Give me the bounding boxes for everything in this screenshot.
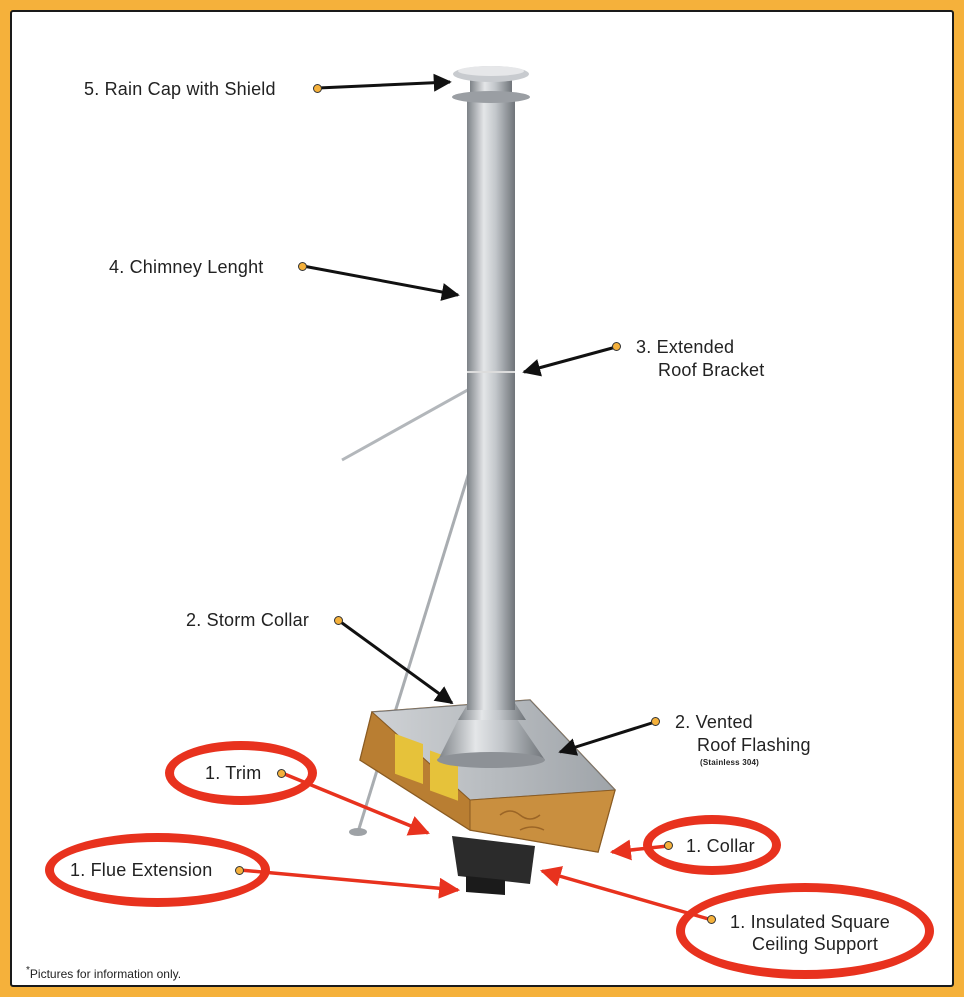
footer-note-text: Pictures for information only. <box>29 967 182 981</box>
collar-highlight-ring <box>643 815 781 875</box>
label-flashing-note: (Stainless 304) <box>700 758 760 767</box>
roof-bracket-dot <box>612 342 621 351</box>
label-flashing-line2: Roof Flashing <box>697 735 811 755</box>
rain-cap-shape <box>452 66 530 103</box>
trim-dot <box>277 769 286 778</box>
flashing-dot <box>651 717 660 726</box>
label-flashing-line1: 2. Vented <box>675 712 753 732</box>
label-roof-bracket-line2: Roof Bracket <box>658 360 765 380</box>
label-chimney-length: 4. Chimney Lenght <box>109 257 264 277</box>
label-flue-extension: 1. Flue Extension <box>70 860 213 880</box>
rain-cap-dot <box>313 84 322 93</box>
flue-extension-highlight-ring <box>45 833 270 907</box>
chimney-pipe <box>467 98 515 710</box>
ceiling-support-box <box>452 836 535 895</box>
label-ceiling-support-line2: Ceiling Support <box>752 934 879 954</box>
collar-dot <box>664 841 673 850</box>
flue-extension-dot <box>235 866 244 875</box>
black-arrows <box>302 73 656 756</box>
label-storm-collar: 2. Storm Collar <box>186 610 310 630</box>
ceiling-support-dot <box>707 915 716 924</box>
footer-note: *Pictures for information only. <box>26 965 181 981</box>
chimney-length-dot <box>298 262 307 271</box>
label-trim: 1. Trim <box>205 763 262 783</box>
label-roof-bracket-line1: 3. Extended <box>636 337 735 357</box>
label-rain-cap: 5. Rain Cap with Shield <box>84 79 276 99</box>
trim-highlight-ring <box>165 741 317 805</box>
ceiling-support-highlight-ring <box>676 883 934 979</box>
label-collar: 1. Collar <box>686 836 755 856</box>
footer-asterisk: * <box>26 965 30 976</box>
storm-collar-dot <box>334 616 343 625</box>
label-ceiling-support-line1: 1. Insulated Square <box>730 912 890 932</box>
roof-flashing <box>437 712 545 768</box>
